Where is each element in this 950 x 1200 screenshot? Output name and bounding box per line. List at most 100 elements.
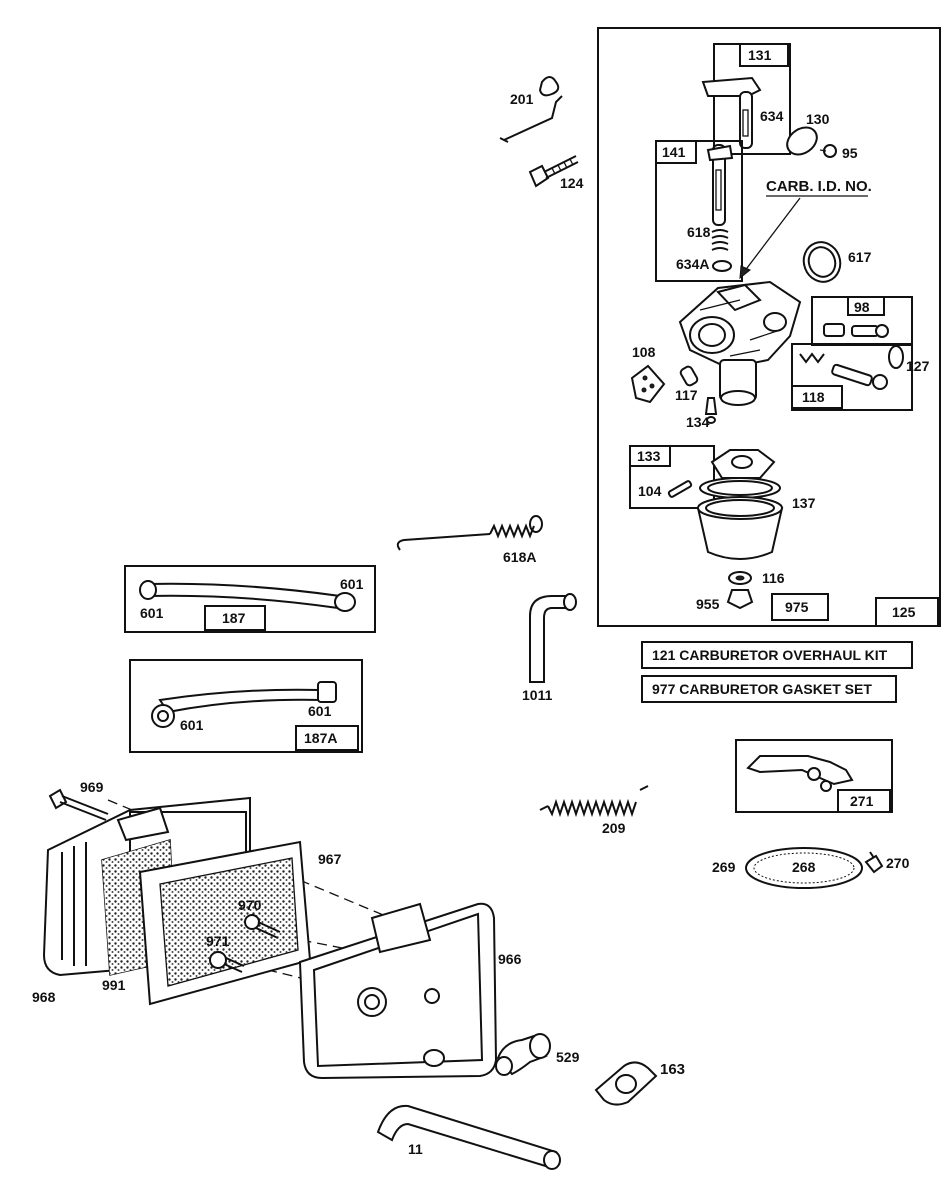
label-270: 270 bbox=[886, 855, 910, 871]
part-118-box bbox=[791, 343, 913, 411]
part-187a-fuel-line bbox=[151, 681, 337, 728]
carburetor-body bbox=[678, 280, 802, 406]
label-104: 104 bbox=[638, 483, 662, 499]
label-529: 529 bbox=[556, 1049, 580, 1065]
kit-977-box bbox=[641, 675, 897, 703]
label-271: 271 bbox=[850, 793, 874, 809]
part-271-box bbox=[735, 739, 893, 813]
part-11-breather-tube bbox=[376, 1104, 561, 1170]
label-971: 971 bbox=[206, 933, 230, 949]
label-163: 163 bbox=[660, 1061, 685, 1078]
part-966-air-cleaner-cover bbox=[298, 902, 498, 1080]
part-187-fuel-line bbox=[139, 580, 356, 612]
part-130-throttle-plate bbox=[786, 126, 818, 156]
carb-id-arrow bbox=[739, 265, 751, 280]
carburetor-float-bowl bbox=[696, 496, 784, 560]
carb-id-leader bbox=[743, 197, 801, 273]
part-125-label-box bbox=[875, 597, 939, 627]
label-969: 969 bbox=[80, 779, 104, 795]
label-carb-id: CARB. I.D. NO. bbox=[766, 178, 872, 195]
label-95: 95 bbox=[842, 145, 858, 161]
part-201-governor-link bbox=[499, 76, 563, 143]
part-98-label-box bbox=[847, 296, 885, 316]
part-271-label-box bbox=[837, 789, 891, 813]
label-116: 116 bbox=[762, 570, 785, 586]
part-271-throttle-bracket bbox=[746, 755, 854, 792]
label-133: 133 bbox=[637, 448, 661, 464]
label-125: 125 bbox=[892, 604, 916, 620]
part-118-label-box bbox=[791, 385, 843, 409]
part-131-label-box bbox=[739, 43, 789, 67]
part-95-screw bbox=[819, 144, 837, 158]
part-133-float bbox=[710, 449, 776, 479]
label-117: 117 bbox=[675, 387, 698, 403]
part-967-filter-element bbox=[138, 840, 312, 1006]
label-601-c: 601 bbox=[180, 717, 204, 733]
part-270-screw bbox=[864, 851, 884, 874]
label-634a: 634A bbox=[676, 256, 709, 272]
part-969-screw bbox=[48, 788, 109, 821]
part-141-choke-shaft bbox=[706, 144, 734, 226]
part-955-bowl-nut bbox=[726, 589, 754, 610]
label-kit-977: 977 CARBURETOR GASKET SET bbox=[652, 681, 872, 697]
label-98: 98 bbox=[854, 299, 870, 315]
label-124: 124 bbox=[560, 175, 584, 191]
label-kit-121: 121 CARBURETOR OVERHAUL KIT bbox=[652, 647, 888, 663]
part-617-gasket bbox=[802, 241, 842, 283]
part-975-label-box bbox=[771, 593, 829, 621]
label-11: 11 bbox=[408, 1141, 423, 1157]
label-127: 127 bbox=[906, 358, 930, 374]
label-970: 970 bbox=[238, 897, 262, 913]
part-117-jet bbox=[679, 365, 699, 387]
label-601-b: 601 bbox=[340, 576, 364, 592]
label-966: 966 bbox=[498, 951, 522, 967]
part-104-pin bbox=[667, 480, 693, 498]
part-971-screw bbox=[209, 951, 245, 973]
part-141-box bbox=[655, 140, 743, 282]
part-134-needle bbox=[704, 397, 718, 424]
part-118-idle-screw bbox=[799, 352, 888, 390]
part-163-gasket bbox=[594, 1061, 658, 1106]
label-134: 134 bbox=[686, 414, 710, 430]
part-529-elbow bbox=[495, 1033, 551, 1076]
label-118: 118 bbox=[802, 389, 825, 405]
label-137: 137 bbox=[792, 495, 816, 511]
part-108-choke-plate bbox=[630, 364, 666, 404]
label-268: 268 bbox=[792, 859, 816, 875]
part-268-gasket bbox=[745, 847, 863, 889]
part-209-spring bbox=[539, 785, 649, 818]
carburetor-assembly-box bbox=[597, 27, 941, 627]
label-601-d: 601 bbox=[308, 703, 332, 719]
part-187-label-box bbox=[204, 605, 266, 631]
part-187a-label-box bbox=[295, 725, 359, 751]
label-618a: 618A bbox=[503, 549, 536, 565]
label-201: 201 bbox=[510, 91, 534, 107]
label-141: 141 bbox=[662, 144, 686, 160]
label-131: 131 bbox=[748, 47, 772, 63]
label-618: 618 bbox=[687, 224, 711, 240]
part-187a-box bbox=[129, 659, 363, 753]
label-209: 209 bbox=[602, 820, 626, 836]
part-131-throttle-shaft bbox=[701, 76, 762, 149]
part-618-spring bbox=[711, 229, 729, 251]
part-187-box bbox=[124, 565, 376, 633]
kit-121-box bbox=[641, 641, 913, 669]
label-975: 975 bbox=[785, 599, 809, 615]
label-130: 130 bbox=[806, 111, 830, 127]
part-98-screws bbox=[823, 323, 889, 338]
label-634: 634 bbox=[760, 108, 784, 124]
part-618a-spring-link bbox=[396, 515, 543, 551]
part-133-box bbox=[629, 445, 715, 509]
label-269: 269 bbox=[712, 859, 736, 875]
label-108: 108 bbox=[632, 344, 656, 360]
label-968: 968 bbox=[32, 989, 56, 1005]
part-970-screw bbox=[244, 914, 281, 939]
label-617: 617 bbox=[848, 249, 872, 265]
label-187a: 187A bbox=[304, 730, 337, 746]
label-991: 991 bbox=[102, 977, 126, 993]
part-124-screw bbox=[528, 155, 579, 188]
part-141-label-box bbox=[655, 140, 697, 164]
part-127-oring bbox=[888, 345, 904, 369]
label-1011: 1011 bbox=[522, 687, 553, 703]
